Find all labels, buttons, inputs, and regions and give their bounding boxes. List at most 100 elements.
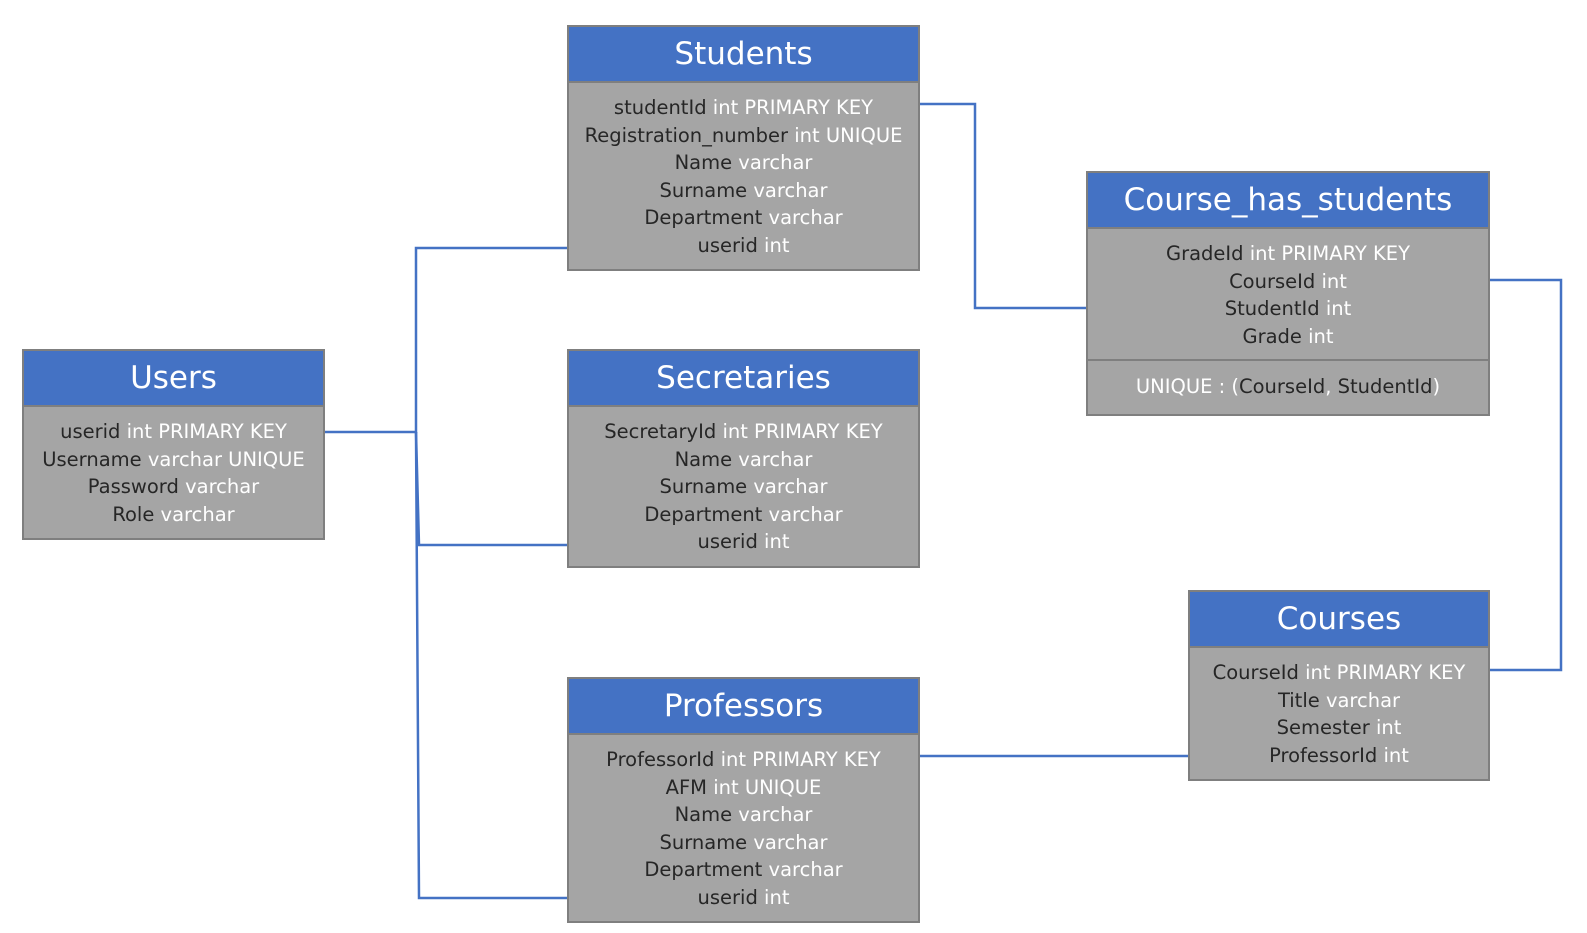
professors-fields: ProfessorId int PRIMARY KEY AFM int UNIQ… [569,735,918,911]
field-name: GradeId [1165,242,1244,265]
field-row: StudentId int [1088,295,1488,323]
field-type: int [764,530,790,553]
field-name: Name [674,151,733,174]
field-type: int PRIMARY KEY [1249,242,1411,265]
field-type: int UNIQUE [713,775,822,799]
field-row: Name varchar [569,446,918,474]
courses-fields: CourseId int PRIMARY KEY Title varchar S… [1190,648,1488,769]
field-name: Surname [659,830,748,854]
field-type: int [1383,743,1409,767]
field-type: varchar UNIQUE [147,447,305,471]
connector-students-userid-to-users [302,246,690,437]
field-row: studentId int PRIMARY KEY [569,94,918,122]
field-row: userid int [569,528,918,556]
field-row: Password varchar [24,473,323,501]
field-row: GradeId int PRIMARY KEY [1088,240,1488,268]
field-type: varchar [753,178,828,202]
field-name: Title [1277,688,1320,712]
field-type: varchar [738,151,813,174]
field-type: varchar [738,447,813,471]
field-type: varchar [738,803,813,826]
field-row: ProfessorId int PRIMARY KEY [569,746,918,774]
field-name: StudentId [1224,297,1320,320]
students-table: Students studentId int PRIMARY KEY Regis… [567,25,920,271]
field-row: AFM int UNIQUE [569,774,918,802]
field-name: Surname [659,475,748,498]
professors-table: Professors ProfessorId int PRIMARY KEY A… [567,677,920,923]
field-row: SecretaryId int PRIMARY KEY [569,418,918,446]
field-type: int [1375,716,1402,739]
secretaries-fields: SecretaryId int PRIMARY KEY Name varchar… [569,407,918,556]
field-type: varchar [768,206,843,229]
field-name: Username [42,447,142,471]
field-type: int PRIMARY KEY [712,96,874,119]
field-name: ProfessorId [606,748,715,771]
field-row: userid int [569,232,918,260]
field-row: Role varchar [24,501,323,529]
field-name: userid [697,530,758,553]
field-name: studentId [613,96,707,119]
field-name: Department [644,502,763,526]
field-type: int [764,233,790,257]
field-name: ProfessorId [1269,743,1378,767]
field-type: int [764,885,790,909]
field-name: Surname [659,178,748,202]
field-row: Registration_number int UNIQUE [569,122,918,150]
field-name: CourseId [1229,269,1316,293]
field-row: Title varchar [1190,687,1488,715]
constraint-separator: , [1325,375,1338,398]
constraint-divider [1088,359,1488,361]
field-name: AFM [665,775,707,799]
field-row: userid int [569,884,918,912]
professors-table-title: Professors [569,679,918,735]
field-name: userid [60,420,121,443]
field-name: Name [674,447,733,471]
field-type: varchar [1325,688,1401,712]
field-row: Surname varchar [569,177,918,205]
course-has-students-fields: GradeId int PRIMARY KEY CourseId int Stu… [1088,229,1488,350]
field-row: Name varchar [569,801,918,829]
field-type: varchar [160,502,235,526]
constraint-column-courseid: CourseId [1239,375,1326,398]
field-name: Role [112,502,155,526]
field-row: Surname varchar [569,473,918,501]
constraint-prefix: UNIQUE : ( [1135,375,1239,398]
field-name: Department [644,858,763,881]
field-type: int PRIMARY KEY [720,748,881,771]
field-row: Name varchar [569,149,918,177]
field-name: Grade [1242,324,1302,348]
field-row: userid int PRIMARY KEY [24,418,323,446]
field-name: Password [87,475,179,498]
field-type: varchar [768,858,843,881]
constraint-column-studentid: StudentId [1337,375,1433,398]
field-row: CourseId int [1088,268,1488,296]
students-table-title: Students [569,27,918,83]
field-type: int UNIQUE [794,123,903,147]
field-row: Surname varchar [569,829,918,857]
field-type: varchar [185,475,260,498]
unique-constraint: UNIQUE : (CourseId, StudentId) [1088,361,1488,413]
field-type: int [1325,297,1352,320]
field-row: CourseId int PRIMARY KEY [1190,659,1488,687]
field-row: Department varchar [569,501,918,529]
courses-table: Courses CourseId int PRIMARY KEY Title v… [1188,590,1490,781]
field-row: Department varchar [569,856,918,884]
field-name: Department [644,206,763,229]
field-row: Semester int [1190,714,1488,742]
field-type: int [1321,269,1347,293]
users-fields: userid int PRIMARY KEY Username varchar … [24,407,323,528]
field-row: Username varchar UNIQUE [24,446,323,474]
constraint-suffix: ) [1432,375,1441,398]
users-table-title: Users [24,351,323,407]
field-type: int [1308,324,1334,348]
field-name: SecretaryId [604,420,717,443]
students-fields: studentId int PRIMARY KEY Registration_n… [569,83,918,259]
field-type: varchar [768,502,843,526]
secretaries-table-title: Secretaries [569,351,918,407]
field-name: Registration_number [584,123,789,147]
users-table: Users userid int PRIMARY KEY Username va… [22,349,325,540]
field-type: varchar [753,830,828,854]
field-name: userid [697,233,758,257]
courses-table-title: Courses [1190,592,1488,648]
